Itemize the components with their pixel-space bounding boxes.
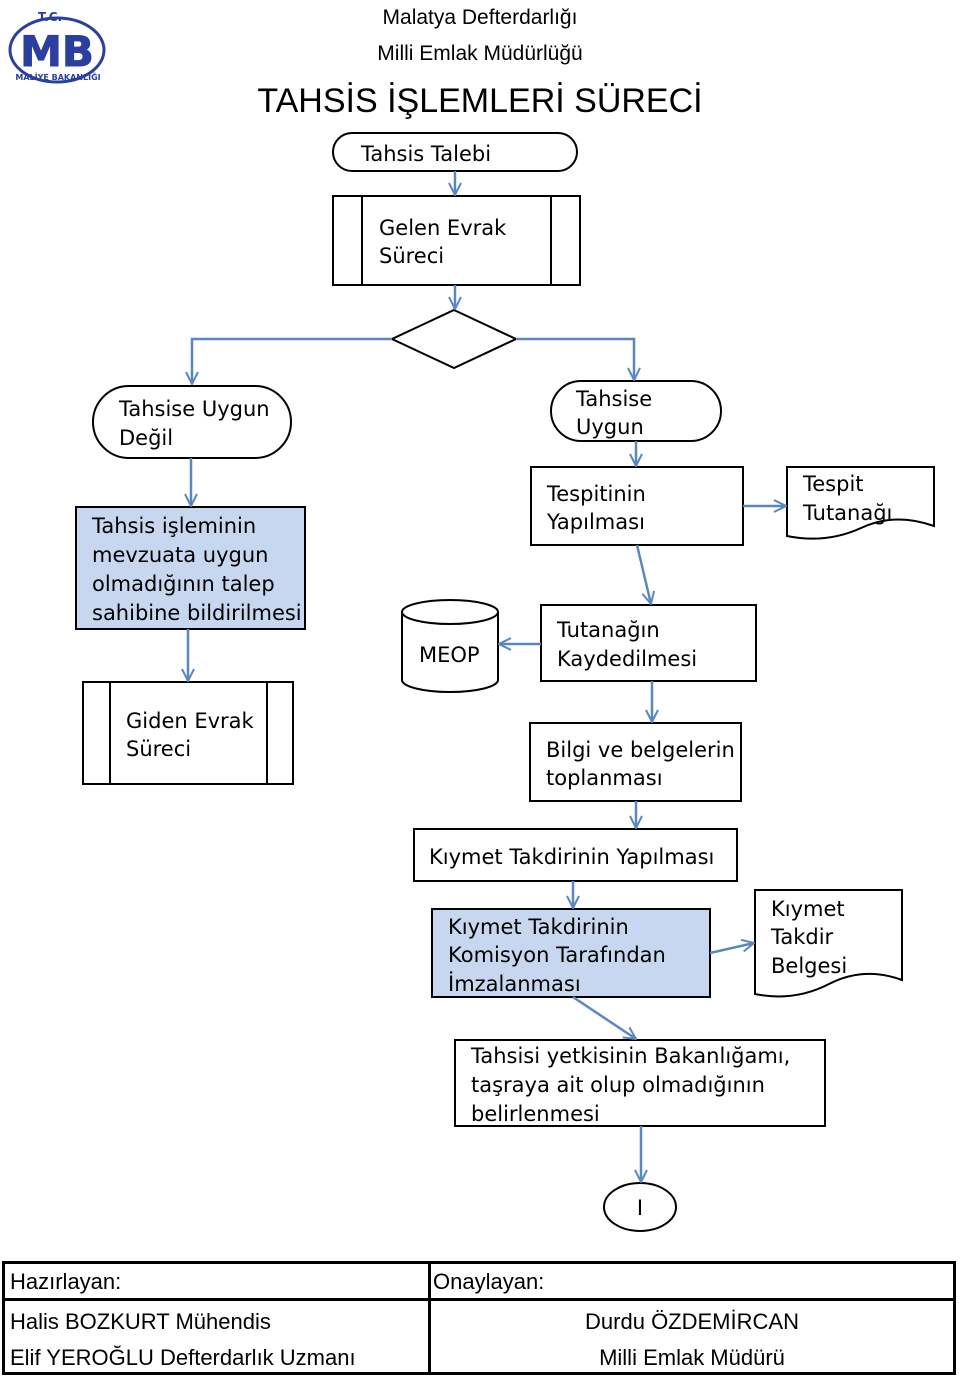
connector-label: I	[637, 1196, 643, 1220]
logo-letters: MB	[20, 27, 94, 76]
page-title: TAHSİS İŞLEMLERİ SÜRECİ	[257, 82, 703, 120]
giden-evrak-process	[82, 681, 294, 785]
signature-table: Hazırlayan: Onaylayan: Halis BOZKURT Müh…	[2, 1261, 956, 1375]
meop-database	[401, 599, 499, 693]
tespit-yapilmasi-label: Tespitinin Yapılması	[546, 482, 653, 534]
tespit-tutanagi-document	[786, 466, 935, 540]
uygun-label: Tahsise Uygun	[575, 387, 659, 439]
process-flowchart: T.C. MB MALİYE BAKANLIĞI	[8, 10, 935, 1232]
komisyon-imza-label: Kıymet Takdirinin Komisyon Tarafından İm…	[448, 915, 673, 996]
prepared-by-label: Hazırlayan:	[10, 1269, 122, 1294]
connector-circle	[603, 1182, 677, 1232]
kiymet-belgesi-document	[754, 889, 903, 998]
bilgi-belge-process	[529, 722, 742, 802]
kiymet-takdir-label: Kıymet Takdirinin Yapılması	[429, 845, 714, 869]
preparer-1: Halis BOZKURT Mühendis	[10, 1309, 271, 1334]
kiymet-belgesi-label: Kıymet Takdir Belgesi	[770, 897, 851, 978]
uygun-degil-label: Tahsise Uygun Değil	[118, 397, 276, 450]
bildirim-process	[75, 506, 306, 630]
gelen-evrak-process	[332, 195, 581, 286]
gelen-evrak-label: Gelen Evrak Süreci	[379, 216, 513, 268]
tespit-tutanagi-label: Tespit Tutanağı	[802, 472, 892, 525]
preparer-2: Elif YEROĞLU Defterdarlık Uzmanı	[10, 1345, 356, 1370]
tahsis-talebi-label: Tahsis Talebi	[360, 142, 491, 166]
approver-name: Durdu ÖZDEMİRCAN	[585, 1309, 799, 1334]
approved-by-label: Onaylayan:	[433, 1269, 545, 1294]
ministry-logo: T.C. MB MALİYE BAKANLIĞI	[8, 10, 106, 84]
flow-arrows	[188, 171, 786, 1182]
decision-diamond	[389, 308, 519, 370]
table-horizontal-divider	[5, 1298, 953, 1301]
yetki-belirleme-label: Tahsisi yetkisinin Bakanlığamı, taşraya …	[470, 1044, 797, 1126]
komisyon-imza-process	[431, 908, 711, 998]
meop-label: MEOP	[419, 643, 480, 667]
org-line-1: Malatya Defterdarlığı	[382, 6, 578, 29]
approver-title: Milli Emlak Müdürü	[599, 1345, 785, 1370]
kiymet-takdir-process	[413, 828, 738, 882]
yetki-belirleme-process	[454, 1039, 826, 1127]
org-line-2: Milli Emlak Müdürlüğü	[377, 42, 583, 65]
giden-evrak-label: Giden Evrak Süreci	[126, 709, 260, 761]
table-vertical-divider	[428, 1264, 431, 1372]
logo-bottom-text: MALİYE BAKANLIĞI	[15, 71, 100, 82]
bildirim-label: Tahsis işleminin mevzuata uygun olmadığı…	[91, 514, 302, 625]
tutanak-kayit-label: Tutanağın Kaydedilmesi	[556, 618, 697, 671]
bilgi-belge-label: Bilgi ve belgelerin toplanması	[546, 738, 742, 790]
